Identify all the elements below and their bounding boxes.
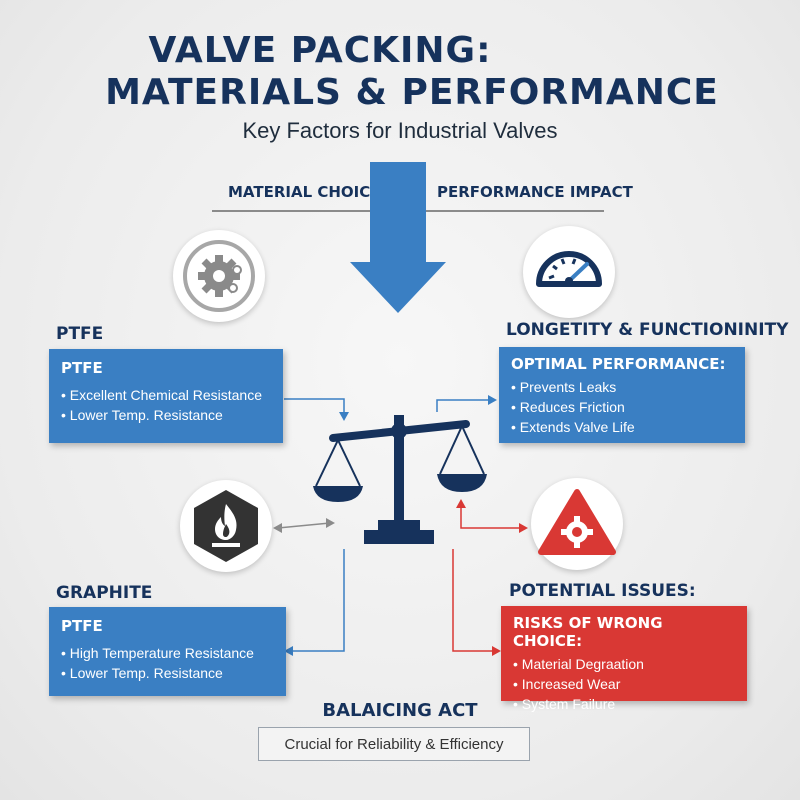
risks-card-list: Material Degraation Increased Wear Syste… bbox=[513, 654, 735, 714]
list-item: Material Degraation bbox=[513, 654, 735, 674]
list-item: Lower Temp. Resistance bbox=[61, 663, 274, 683]
footer-text: Crucial for Reliability & Efficiency bbox=[284, 735, 504, 753]
connector-fire bbox=[277, 522, 331, 529]
gear-cog-icon bbox=[183, 240, 255, 312]
list-item: Reduces Friction bbox=[511, 397, 733, 417]
graphite-card-title: PTFE bbox=[61, 617, 103, 635]
list-item: Prevents Leaks bbox=[511, 377, 733, 397]
big-down-arrow bbox=[350, 162, 446, 313]
title-line-2: MATERIALS & PERFORMANCE bbox=[105, 72, 719, 113]
connector-ptfe bbox=[284, 398, 345, 417]
gear-icon-circle bbox=[173, 230, 265, 322]
list-item: Increased Wear bbox=[513, 674, 735, 694]
list-item: Lower Temp. Resistance bbox=[61, 405, 271, 425]
connector-warning bbox=[460, 504, 523, 529]
optimal-performance-list: Prevents Leaks Reduces Friction Extends … bbox=[511, 377, 733, 437]
ptfe-card-list: Excellent Chemical Resistance Lower Temp… bbox=[61, 385, 271, 425]
graphite-card-list: High Temperature Resistance Lower Temp. … bbox=[61, 643, 274, 683]
footer-box: Crucial for Reliability & Efficiency bbox=[258, 727, 530, 761]
flame-icon bbox=[194, 490, 258, 562]
performance-impact-label: PERFORMANCE IMPACT bbox=[437, 183, 633, 201]
material-choice-label: MATERIAL CHOICE bbox=[228, 183, 381, 201]
graphite-card: PTFE High Temperature Resistance Lower T… bbox=[49, 607, 286, 696]
fire-icon-circle bbox=[180, 480, 272, 572]
gauge-icon-circle bbox=[523, 226, 615, 318]
potential-issues-heading: POTENTIAL ISSUES: bbox=[509, 581, 696, 601]
speedometer-gauge-icon bbox=[536, 251, 602, 287]
balance-scale-icon bbox=[313, 415, 487, 544]
risks-card: RISKS OF WRONG CHOICE: Material Degraati… bbox=[501, 606, 747, 712]
risks-card-title: RISKS OF WRONG CHOICE: bbox=[513, 614, 663, 650]
warning-gear-icon bbox=[538, 489, 616, 555]
graphite-heading: GRAPHITE bbox=[56, 583, 153, 603]
list-item: Extends Valve Life bbox=[511, 417, 733, 437]
optimal-performance-card: OPTIMAL PERFORMANCE: Prevents Leaks Redu… bbox=[499, 347, 745, 443]
list-item: Excellent Chemical Resistance bbox=[61, 385, 271, 405]
connector-optimal bbox=[436, 399, 492, 412]
ptfe-heading: PTFE bbox=[56, 324, 104, 344]
list-item: High Temperature Resistance bbox=[61, 643, 274, 663]
connector-graphite bbox=[288, 549, 345, 652]
longevity-heading: LONGETITY & FUNCTIONINITY bbox=[506, 320, 789, 340]
optimal-performance-title: OPTIMAL PERFORMANCE: bbox=[511, 355, 726, 373]
title-line-1: VALVE PACKING: bbox=[148, 30, 492, 71]
list-item: System Failure bbox=[513, 694, 735, 714]
ptfe-card: PTFE Excellent Chemical Resistance Lower… bbox=[49, 349, 283, 443]
balancing-act-label: BALAICING ACT bbox=[322, 700, 478, 721]
connector-risks bbox=[452, 549, 496, 652]
subtitle: Key Factors for Industrial Valves bbox=[242, 118, 558, 143]
warning-icon-circle bbox=[531, 478, 623, 570]
ptfe-card-title: PTFE bbox=[61, 359, 103, 377]
